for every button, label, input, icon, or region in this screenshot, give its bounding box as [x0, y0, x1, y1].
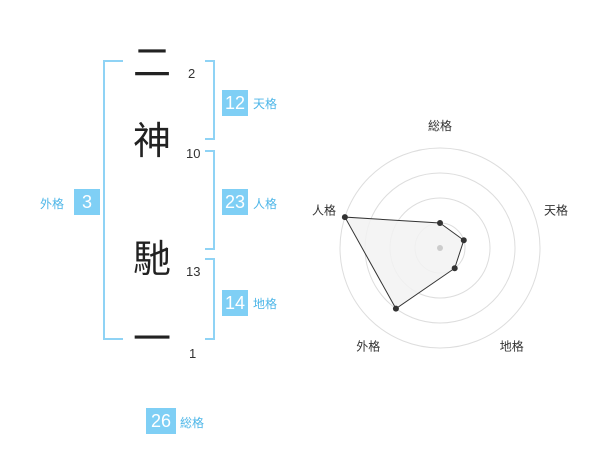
- radar-grid-ring-4: [339, 147, 541, 349]
- radar-point-1: [437, 220, 443, 226]
- tenkaku-bracket-top: [205, 60, 215, 62]
- soukaku-value-badge: 26: [146, 408, 176, 434]
- gaikaku-bracket-bottom: [103, 338, 123, 340]
- gaikaku-value-badge: 3: [74, 189, 100, 215]
- chikaku-bracket-top: [205, 258, 215, 260]
- radar-point-4: [392, 305, 399, 312]
- gaikaku-label: 外格: [40, 197, 65, 211]
- chikaku-label: 地格: [253, 297, 278, 311]
- tenkaku-value-badge: 12: [222, 90, 248, 116]
- radar-axis-label-1: 総格: [428, 118, 452, 133]
- tenkaku-bracket-vertical: [213, 60, 215, 140]
- jinkaku-value-badge: 23: [222, 189, 248, 215]
- stroke-count-2: 10: [186, 146, 201, 161]
- radar-center-dot: [437, 245, 443, 251]
- radar-axis-label-5: 人格: [312, 202, 336, 217]
- tenkaku-bracket-bottom: [205, 138, 215, 140]
- kanji-3: 馳: [132, 237, 171, 281]
- radar-axis-label-2: 天格: [544, 202, 568, 217]
- radar-series-area: [344, 216, 465, 310]
- gaikaku-bracket-vertical: [103, 60, 105, 340]
- radar-point-3: [451, 265, 458, 272]
- chikaku-bracket-vertical: [213, 258, 215, 340]
- radar-axis-label-4: 外格: [356, 339, 380, 354]
- radar-axis-label-3: 地格: [500, 339, 524, 354]
- chikaku-bracket-bottom: [205, 338, 215, 340]
- jinkaku-bracket-bottom: [205, 248, 215, 250]
- chikaku-value-badge: 14: [222, 290, 248, 316]
- radar-point-5: [341, 214, 348, 221]
- stroke-count-4: 1: [189, 346, 197, 361]
- gaikaku-bracket-top: [103, 60, 123, 62]
- kanji-4: 一: [132, 317, 171, 361]
- jinkaku-bracket-top: [205, 150, 215, 152]
- radar-point-2: [460, 237, 467, 244]
- stroke-count-1: 2: [188, 66, 196, 81]
- jinkaku-label: 人格: [253, 197, 278, 211]
- stroke-count-3: 13: [186, 264, 201, 279]
- kanji-1: 二: [132, 41, 171, 85]
- kanji-2: 神: [132, 119, 171, 163]
- tenkaku-label: 天格: [253, 97, 278, 111]
- soukaku-label: 総格: [180, 416, 205, 430]
- jinkaku-bracket-vertical: [213, 150, 215, 250]
